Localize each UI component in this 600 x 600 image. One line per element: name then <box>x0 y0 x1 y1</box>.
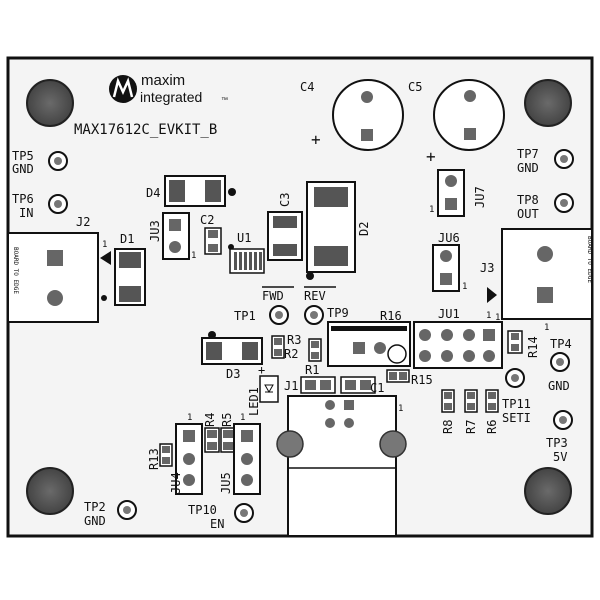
label-j2: J2 <box>76 215 90 229</box>
label-ju4: JU4 <box>169 472 183 494</box>
label-tp9: TP9 <box>327 306 349 320</box>
label-r6: R6 <box>485 420 499 434</box>
label-ju1: JU1 <box>438 307 460 321</box>
label-j3: J3 <box>480 261 494 275</box>
ju3-pin1: 1 <box>191 251 196 261</box>
mounting-hole <box>524 79 572 127</box>
ju1-pin1: 1 <box>495 313 500 323</box>
label-c1: C1 <box>370 381 384 395</box>
cap-c5 <box>433 79 505 151</box>
j3-pin1: 1 <box>486 311 491 321</box>
cap-c4 <box>332 79 404 151</box>
label-r8: R8 <box>441 420 455 434</box>
led-led1 <box>259 375 279 403</box>
label-d1: D1 <box>120 232 134 246</box>
label-r5: R5 <box>220 413 234 427</box>
label-fwd: FWD <box>262 289 284 303</box>
label-tp5-net: GND <box>12 162 34 176</box>
logo-maxim: maxim <box>141 72 185 89</box>
label-led1: LED1 <box>247 387 261 416</box>
ju6-pin1: 1 <box>462 282 467 292</box>
mounting-hole <box>524 467 572 515</box>
connector-j3 <box>501 228 593 320</box>
c4-polarity-plus: + <box>311 130 321 149</box>
label-ju7: JU7 <box>473 186 487 208</box>
ju5-pin1: 1 <box>240 413 245 423</box>
label-tp11-net: SETI <box>502 411 531 425</box>
mounting-hole <box>26 467 74 515</box>
label-tp6-net: IN <box>19 206 33 220</box>
j1-pin1: 1 <box>398 404 403 414</box>
label-r1: R1 <box>305 363 319 377</box>
label-r4: R4 <box>203 413 217 427</box>
logo-trademark: ™ <box>221 97 228 104</box>
label-r2: R2 <box>284 347 298 361</box>
mounting-hole <box>26 79 74 127</box>
label-tp2: TP2 <box>84 500 106 514</box>
label-u1: U1 <box>237 231 251 245</box>
label-r14: R14 <box>526 336 540 358</box>
label-j1: J1 <box>284 379 298 393</box>
label-tp4-net: GND <box>548 379 570 393</box>
label-ju5: JU5 <box>219 472 233 494</box>
j2-pin1: 1 <box>102 240 107 250</box>
connector-j2 <box>7 232 99 323</box>
label-ju6: JU6 <box>438 231 460 245</box>
maxim-logo: maxim integrated ™ <box>109 72 228 105</box>
label-tp8: TP8 <box>517 193 539 207</box>
logo-integrated: integrated <box>140 89 202 105</box>
label-tp3: TP3 <box>546 436 568 450</box>
label-tp4: TP4 <box>550 337 572 351</box>
label-tp5: TP5 <box>12 149 34 163</box>
label-rev: REV <box>304 289 326 303</box>
label-r3: R3 <box>287 333 301 347</box>
label-tp2-net: GND <box>84 514 106 528</box>
label-c4: C4 <box>300 80 314 94</box>
label-r16: R16 <box>380 309 402 323</box>
board-title: MAX17612C_EVKIT_B <box>74 122 217 138</box>
label-r13: R13 <box>147 448 161 470</box>
label-ju3: JU3 <box>148 220 162 242</box>
ju4-pin1: 1 <box>187 413 192 423</box>
label-tp8-net: OUT <box>517 207 539 221</box>
led1-plus: + <box>258 363 265 377</box>
label-tp3-net: 5V <box>553 450 567 464</box>
label-d2: D2 <box>357 222 371 236</box>
j2-board-to-edge: BOARD TO EDGE <box>12 247 19 294</box>
c5-polarity-plus: + <box>426 147 436 166</box>
label-tp1: TP1 <box>234 309 256 323</box>
label-c2: C2 <box>200 213 214 227</box>
label-c3: C3 <box>278 193 292 207</box>
j3-board-to-edge: BOARD TO EDGE <box>586 236 593 283</box>
label-tp10: TP10 <box>188 503 217 517</box>
label-tp11: TP11 <box>502 397 531 411</box>
label-tp10-net: EN <box>210 517 224 531</box>
label-d4: D4 <box>146 186 160 200</box>
label-d3: D3 <box>226 367 240 381</box>
label-r7: R7 <box>464 420 478 434</box>
label-tp7-net: GND <box>517 161 539 175</box>
connector-j1 <box>287 395 397 537</box>
label-tp7: TP7 <box>517 147 539 161</box>
r14-pin1: 1 <box>544 323 549 333</box>
label-tp6: TP6 <box>12 192 34 206</box>
label-c5: C5 <box>408 80 422 94</box>
label-r15: R15 <box>411 373 433 387</box>
ju7-pin1: 1 <box>429 205 434 215</box>
